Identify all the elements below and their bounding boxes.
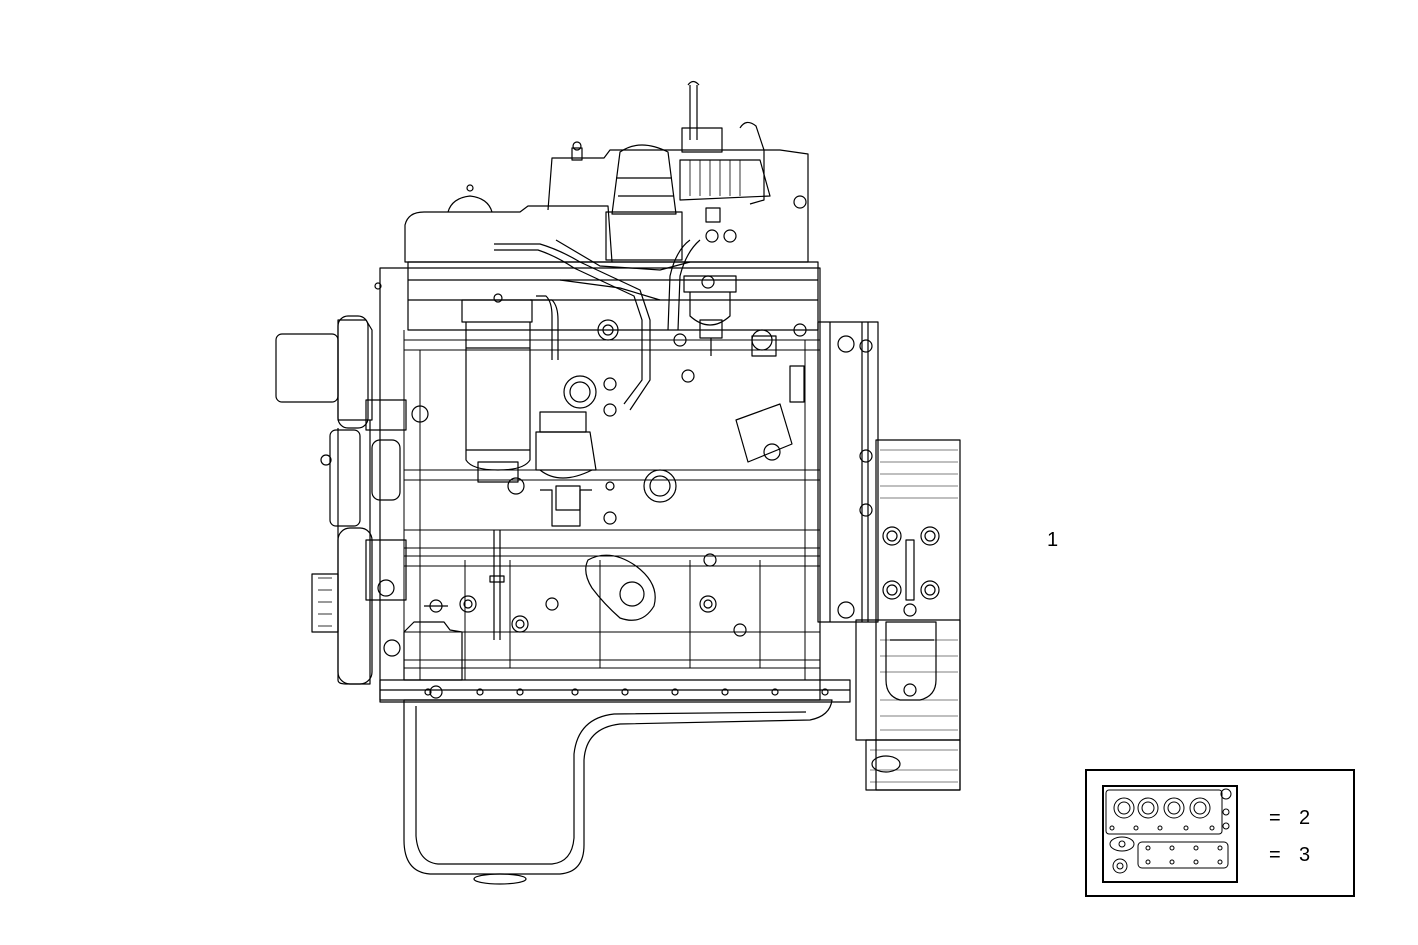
lifting-eye xyxy=(447,195,493,213)
legend-row-sump-gasket: =3 xyxy=(1269,845,1310,865)
flywheel-housing xyxy=(855,439,961,791)
rocker-cover xyxy=(404,205,613,263)
legend-row-head-gasket: =2 xyxy=(1269,808,1310,828)
legend-ref-2: 2 xyxy=(1299,807,1311,829)
block-bosses xyxy=(411,319,855,637)
rear-plate xyxy=(817,321,879,623)
equals-sign: = xyxy=(1269,807,1281,829)
valve-cover-rear xyxy=(547,149,809,263)
oil-sump-inner xyxy=(415,706,807,865)
gasket-set-sump-icon xyxy=(1109,836,1229,874)
sensor-right xyxy=(735,365,805,463)
breather-hose xyxy=(739,121,765,205)
engine-mount-right xyxy=(885,603,937,701)
rail-bolts xyxy=(424,688,829,696)
block-ribs xyxy=(403,330,820,680)
fuel-lines xyxy=(494,239,701,411)
dipstick-tube xyxy=(489,530,505,640)
oil-sump xyxy=(403,699,833,875)
belt xyxy=(337,420,371,685)
engine-block-lower-rail xyxy=(379,679,851,703)
engine-illustration xyxy=(275,80,961,885)
oil-filler-cap xyxy=(611,144,677,215)
filler-neck xyxy=(605,211,683,261)
injection-pump xyxy=(535,411,597,527)
sump-drain-plug xyxy=(473,873,527,885)
legend-ref-3: 3 xyxy=(1299,844,1311,866)
legend-box: =2 =3 xyxy=(1085,769,1355,897)
callout-1: 1 xyxy=(1047,529,1059,551)
fuel-filter xyxy=(461,295,559,483)
equals-sign: = xyxy=(1269,844,1281,866)
gasket-set-head-icon xyxy=(1105,788,1232,835)
pulley-hub xyxy=(275,333,339,403)
top-fittings xyxy=(374,141,807,357)
engine-block xyxy=(379,267,821,701)
front-accessories xyxy=(275,315,407,685)
actuator xyxy=(683,275,737,356)
engine-mount-left xyxy=(403,599,463,699)
front-mount-bracket xyxy=(585,554,656,621)
cylinder-head xyxy=(407,261,819,331)
legend-icon-frame xyxy=(1102,785,1238,883)
